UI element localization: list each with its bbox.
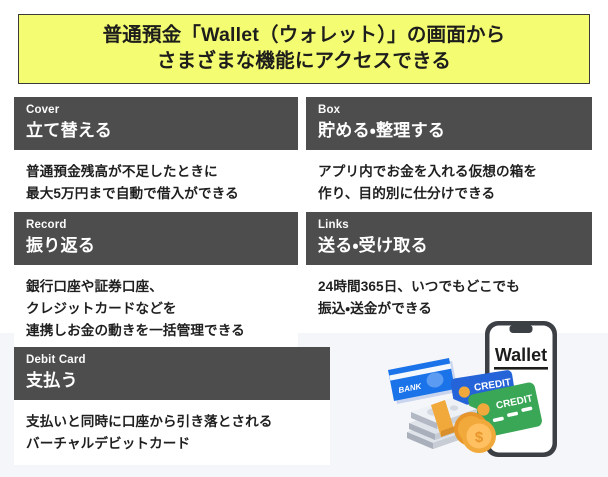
coin-stack-icon: $ — [454, 412, 496, 453]
feature-card-cover-eyebrow: Cover — [26, 104, 60, 116]
feature-card-links-body: 24時間365日、いつでもどこでも 振込・送金ができる — [318, 278, 520, 316]
header-banner: 普通預金「Wallet（ウォレット）」の画面から さまざまな機能にアクセスできる — [18, 14, 590, 84]
feature-card-links-eyebrow: Links — [318, 219, 349, 231]
bank-card-icon: BANK — [388, 358, 458, 404]
feature-card-debit: Debit Card 支払う 支払いと同時に口座から引き落とされる バーチャルデ… — [14, 347, 330, 465]
feature-card-record: Record 振り返る 銀行口座や証券口座、 クレジットカードなどを 連携しお金… — [14, 212, 298, 352]
feature-card-links: Links 送る・受け取る 24時間365日、いつでもどこでも 振込・送金ができ… — [306, 212, 592, 330]
feature-card-links-title: 送る・受け取る — [318, 235, 428, 255]
feature-card-record-eyebrow: Record — [26, 219, 67, 231]
feature-card-links-header: Links 送る・受け取る — [306, 212, 592, 265]
header-banner-line-1: 普通預金「Wallet（ウォレット）」の画面から — [102, 24, 506, 47]
feature-card-debit-header: Debit Card 支払う — [14, 347, 330, 400]
feature-card-box: Box 貯める・整理する アプリ内でお金を入れる仮想の箱を 作り、目的別に仕分け… — [306, 97, 592, 215]
feature-card-debit-eyebrow: Debit Card — [26, 354, 86, 366]
feature-card-debit-title: 支払う — [26, 370, 78, 390]
feature-card-cover-body: 普通預金残高が不足したときに 最大5万円まで自動で借入ができる — [26, 163, 239, 201]
header-banner-line-2: さまざまな機能にアクセスできる — [156, 50, 452, 72]
feature-card-box-eyebrow: Box — [318, 104, 341, 116]
feature-card-record-body: 銀行口座や証券口座、 クレジットカードなどを 連携しお金の動きを一括管理できる — [26, 278, 245, 338]
wallet-illustration: Wallet BANK CREDIT — [375, 316, 593, 477]
feature-card-box-title: 貯める・整理する — [318, 120, 446, 140]
feature-card-record-title: 振り返る — [26, 235, 96, 255]
feature-card-box-body: アプリ内でお金を入れる仮想の箱を 作り、目的別に仕分けできる — [318, 163, 538, 201]
coin-dollar-symbol: $ — [475, 429, 484, 446]
feature-card-cover-header: Cover 立て替える — [14, 97, 298, 150]
feature-card-record-header: Record 振り返る — [14, 212, 298, 265]
feature-card-cover-title: 立て替える — [26, 120, 112, 140]
feature-card-debit-body: 支払いと同時に口座から引き落とされる バーチャルデビットカード — [26, 413, 273, 451]
phone-screen-label: Wallet — [495, 345, 547, 365]
feature-card-cover: Cover 立て替える 普通預金残高が不足したときに 最大5万円まで自動で借入が… — [14, 97, 298, 215]
feature-card-box-header: Box 貯める・整理する — [306, 97, 592, 150]
